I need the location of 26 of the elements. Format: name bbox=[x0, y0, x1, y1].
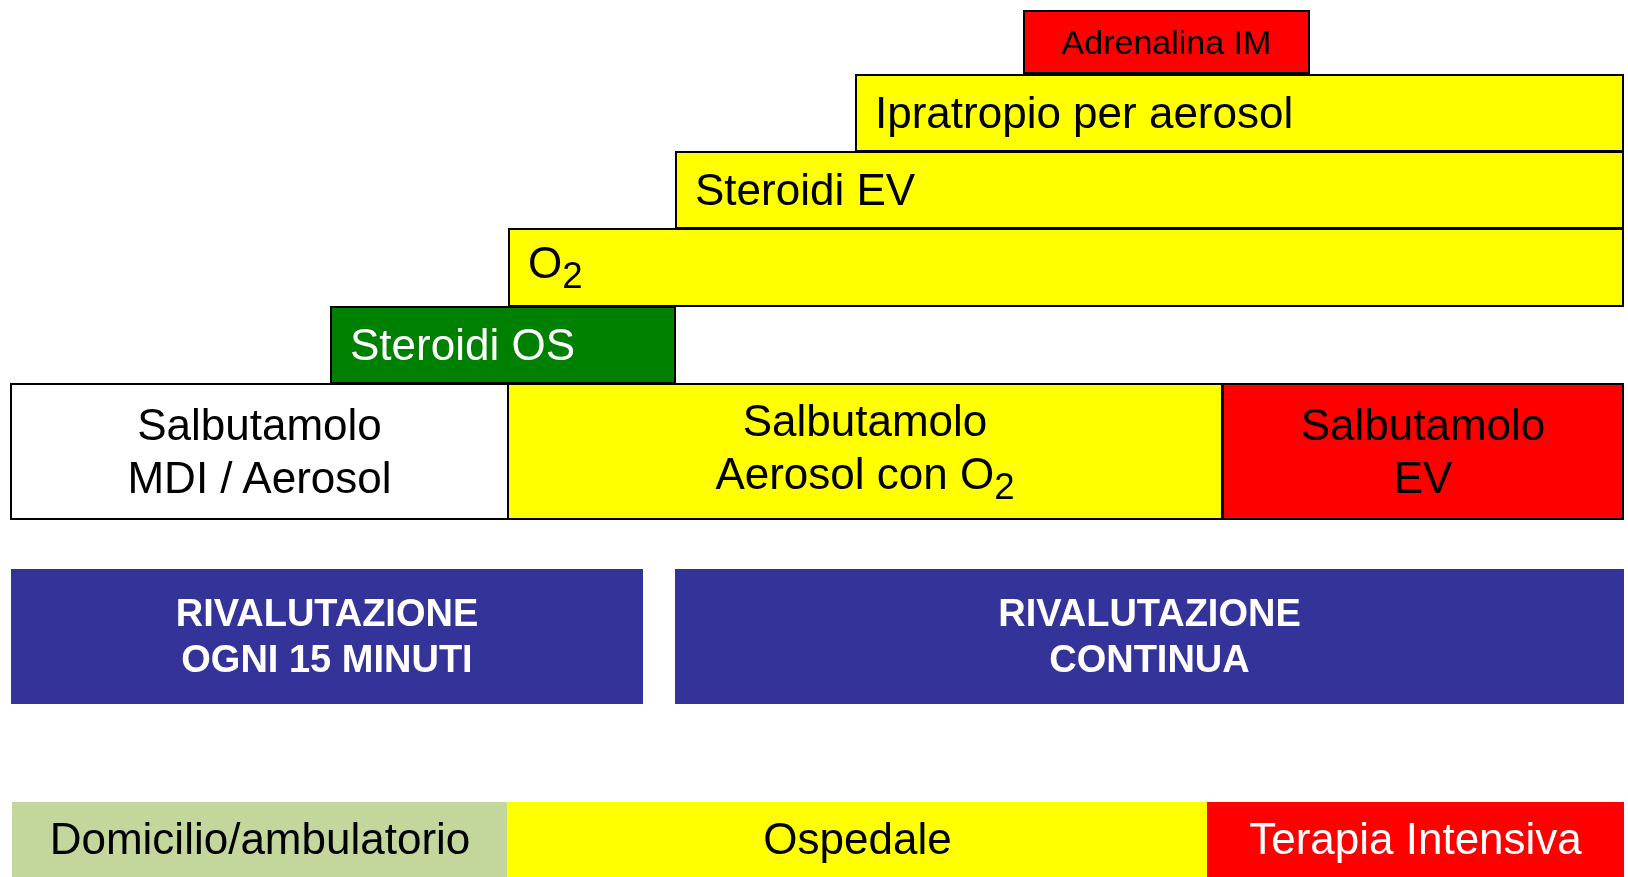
bar-label: Salbutamolo Aerosol con O$_{2}$ bbox=[714, 394, 1016, 509]
bar bbox=[1207, 802, 1624, 877]
bar bbox=[855, 74, 1624, 152]
bar bbox=[330, 306, 676, 384]
bar-label: Domicilio/ambulatorio bbox=[49, 813, 471, 866]
bar-label: Adrenalina IM bbox=[1061, 21, 1272, 63]
bar bbox=[508, 228, 1624, 307]
bar-label: Steroidi OS bbox=[350, 318, 575, 371]
bar bbox=[675, 151, 1624, 229]
bar bbox=[1023, 10, 1310, 74]
bar-label: Ospedale bbox=[763, 813, 952, 866]
bar bbox=[12, 802, 508, 877]
bar-label: Salbutamolo EV bbox=[1299, 398, 1547, 504]
bar bbox=[1222, 383, 1624, 520]
bar-label: Terapia Intensiva bbox=[1249, 813, 1582, 866]
bar bbox=[675, 569, 1624, 704]
bar-label: Steroidi EV bbox=[695, 163, 916, 216]
bar-label: O$_{2}$ bbox=[528, 237, 583, 298]
bar bbox=[11, 569, 643, 704]
bar bbox=[507, 383, 1223, 520]
bar bbox=[10, 383, 509, 520]
bar-label: RIVALUTAZIONE OGNI 15 MINUTI bbox=[174, 590, 480, 682]
bar-label: Ipratropio per aerosol bbox=[875, 86, 1294, 139]
bar-label: RIVALUTAZIONE CONTINUA bbox=[997, 590, 1302, 682]
bar-label: Salbutamolo MDI / Aerosol bbox=[126, 398, 393, 504]
bar bbox=[507, 802, 1208, 877]
